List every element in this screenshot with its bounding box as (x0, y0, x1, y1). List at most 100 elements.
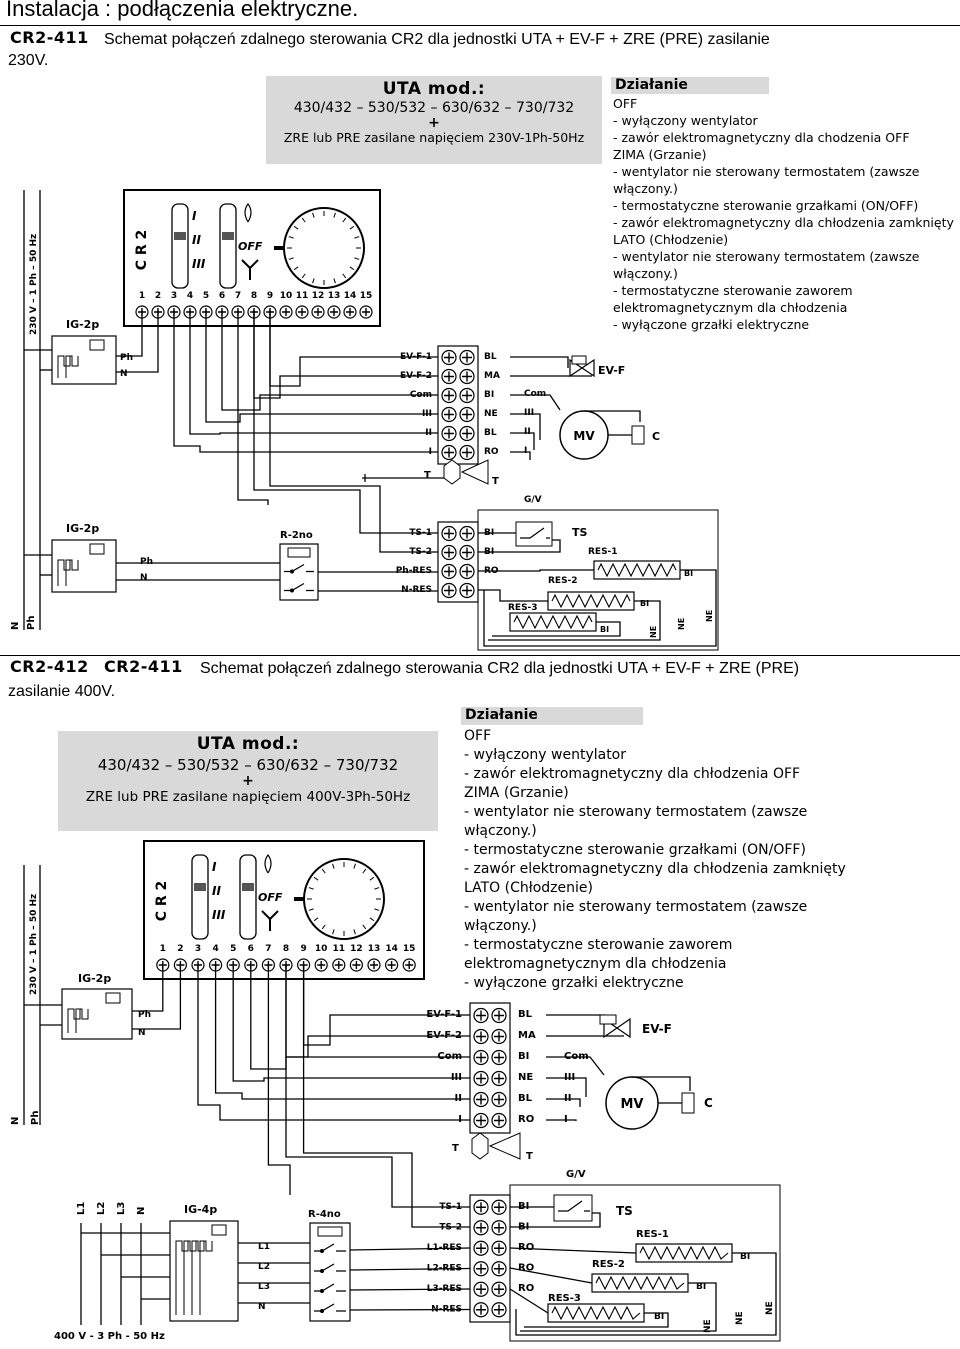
terminal-screw-slot (476, 1284, 486, 1295)
action-line: - wentylator nie sterowany termostatem (… (613, 164, 920, 179)
dial-tick (288, 257, 294, 260)
actions-heading: Działanie (461, 707, 643, 725)
resistor-label: RES-3 (508, 603, 538, 613)
wire (349, 1308, 471, 1311)
terminal-screw-slot (494, 1073, 504, 1084)
cr2-label: C R 2 (134, 230, 150, 271)
supply-conductor-label: N (10, 622, 21, 630)
breaker-element (183, 1240, 197, 1315)
wire (478, 569, 594, 572)
selector-knob (242, 883, 254, 891)
action-line: - wyłączony wentylator (613, 113, 758, 128)
dial-tick (301, 217, 306, 223)
dial-tick (349, 266, 355, 271)
terminal-screw-slot (334, 961, 343, 969)
action-line: elektromagnetycznym dla chłodzenia (464, 956, 727, 972)
terminal-block (469, 1194, 511, 1323)
ig-switch-label: IG-2p (78, 972, 111, 985)
terminal-number: 13 (328, 291, 341, 301)
line-label: Ph (120, 353, 133, 363)
dial-tick (312, 212, 315, 218)
wire (492, 621, 621, 637)
dial-tick (321, 924, 326, 930)
ig-switch-label: IG-4p (184, 1203, 217, 1216)
dial-tick (349, 225, 355, 230)
terminal-screw-slot (462, 428, 472, 439)
wire (205, 310, 438, 423)
minus-mark (294, 897, 306, 901)
terminal-screw-slot (314, 308, 322, 316)
wire (214, 965, 470, 1100)
wire (524, 1312, 669, 1328)
wire (510, 356, 569, 368)
wire (132, 965, 164, 1012)
dial-tick (333, 212, 336, 218)
line-label: N (120, 369, 128, 379)
contact-dot (290, 569, 294, 574)
relay-coil (317, 1226, 343, 1237)
dial-tick (362, 868, 367, 874)
wire-color-label: NE (518, 1072, 533, 1083)
terminal-screw-slot (494, 1052, 504, 1063)
thermostat-sensor-icon (443, 459, 461, 485)
terminal-number: 8 (251, 291, 257, 301)
terminal-number: 6 (219, 291, 225, 301)
terminal-screw-slot (444, 547, 454, 558)
wire (510, 432, 535, 450)
resistor-housing (509, 1184, 781, 1342)
wire (632, 1076, 691, 1091)
minus-mark (274, 246, 286, 250)
wire-color-label: NE (735, 1311, 745, 1325)
terminal-number: 14 (344, 291, 357, 301)
terminal-number: 10 (315, 944, 328, 954)
terminal-screw-slot (298, 308, 306, 316)
wire-color-label: NE (677, 618, 686, 630)
action-line: - zawór elektromagnetyczny dla chłodzeni… (464, 766, 801, 782)
phase-label: L3 (116, 1202, 127, 1215)
terminal-screw-slot (476, 1222, 486, 1233)
sensor-label: T (452, 1143, 459, 1154)
line-label: L2 (258, 1262, 270, 1272)
ts-label: TS (616, 1204, 633, 1218)
section2-caption: Schemat połączeń zdalnego sterowania CR2… (200, 660, 800, 677)
dial-tick (333, 278, 336, 284)
code-badge-cr2-412: CR2-412 (10, 657, 89, 676)
dial-tick (369, 917, 375, 922)
dial-tick (353, 929, 356, 935)
action-line: - termostatyczne sterowanie zaworem (464, 937, 733, 953)
ts-label: TS (572, 526, 588, 539)
terminal-number: 3 (195, 944, 201, 954)
terminal-number: 12 (350, 944, 363, 954)
terminal-number: 4 (187, 291, 193, 301)
speed-label: II (192, 233, 201, 247)
terminal-screw-slot (444, 428, 454, 439)
terminal-number: 11 (296, 291, 309, 301)
wire-color-label: BL (484, 428, 497, 438)
line-label: N (140, 573, 148, 583)
contact-dot (320, 1269, 324, 1273)
uta-plus: + (242, 773, 254, 789)
wire-color-label: RO (518, 1242, 534, 1253)
terminal-screw-slot (282, 308, 290, 316)
terminal-screw-slot (494, 1304, 504, 1315)
wire-color-label: RO (518, 1283, 534, 1294)
terminal-screw-slot (476, 1010, 486, 1021)
ts-switch (515, 521, 553, 547)
page-title: Instalacja : podłączenia elektryczne. (6, 0, 359, 21)
wire (478, 589, 548, 602)
line-label: Ph (140, 557, 153, 567)
section1-caption: Schemat połączeń zdalnego sterowania CR2… (104, 31, 770, 48)
action-line: - termostatyczne sterowanie grzałkami (O… (464, 842, 806, 858)
breaker-element (65, 355, 79, 378)
terminal-number: 9 (300, 944, 306, 954)
thermostat-dial (283, 207, 365, 289)
selector-knob (194, 883, 206, 891)
capacitor-symbol (681, 1092, 695, 1114)
terminal-number: 14 (385, 944, 398, 954)
wire-color-label: RO (484, 447, 499, 457)
wire (546, 1077, 587, 1097)
resistor-coil (551, 593, 631, 609)
speed-label: III (192, 257, 206, 271)
terminal-screw-slot (330, 308, 338, 316)
wire-color-label: NE (484, 409, 498, 419)
